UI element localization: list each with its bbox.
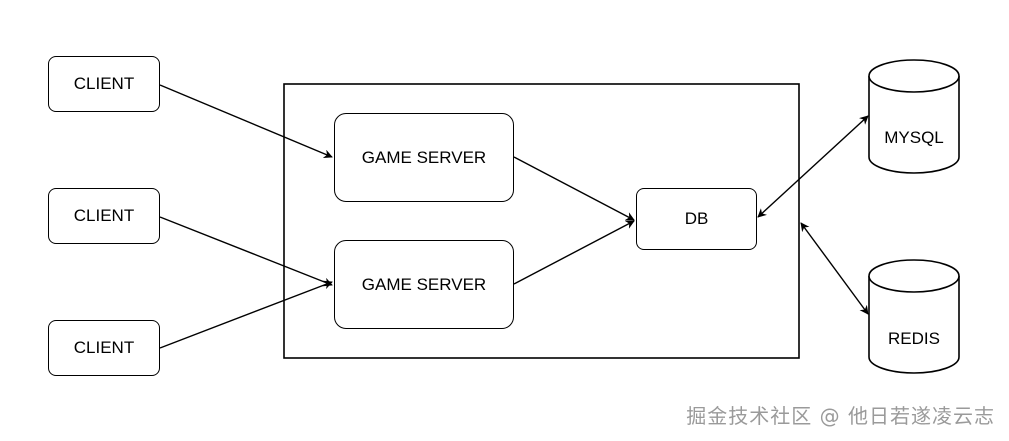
game-server-label: GAME SERVER <box>361 274 487 294</box>
client-label: CLIENT <box>73 338 135 357</box>
game-server-label: GAME SERVER <box>361 147 487 167</box>
client-node: CLIENT <box>48 320 160 376</box>
edge-container-redis <box>800 222 869 315</box>
watermark-text: 掘金技术社区 @ 他日若遂凌云志 <box>686 404 995 428</box>
game-server-node: GAME SERVER <box>334 240 514 329</box>
game-server-node: GAME SERVER <box>334 113 514 202</box>
client-node: CLIENT <box>48 188 160 244</box>
redis-label: REDIS <box>888 329 940 348</box>
edge-client2-to-gameserver2 <box>159 216 333 287</box>
edge-client1-to-gameserver1 <box>159 84 333 159</box>
client-label: CLIENT <box>73 74 135 93</box>
redis-cylinder <box>868 259 960 374</box>
db-node: DB <box>636 188 757 250</box>
edge-gameserver1-to-db <box>513 156 635 221</box>
edge-db-mysql <box>757 115 869 218</box>
edge-gameserver2-to-db <box>513 220 635 285</box>
server-group-container <box>283 83 800 359</box>
db-label: DB <box>684 209 709 228</box>
client-label: CLIENT <box>73 206 135 225</box>
edge-client3-to-gameserver2 <box>159 280 333 349</box>
mysql-cylinder <box>868 59 960 174</box>
client-node: CLIENT <box>48 56 160 112</box>
mysql-label: MYSQL <box>884 128 944 147</box>
